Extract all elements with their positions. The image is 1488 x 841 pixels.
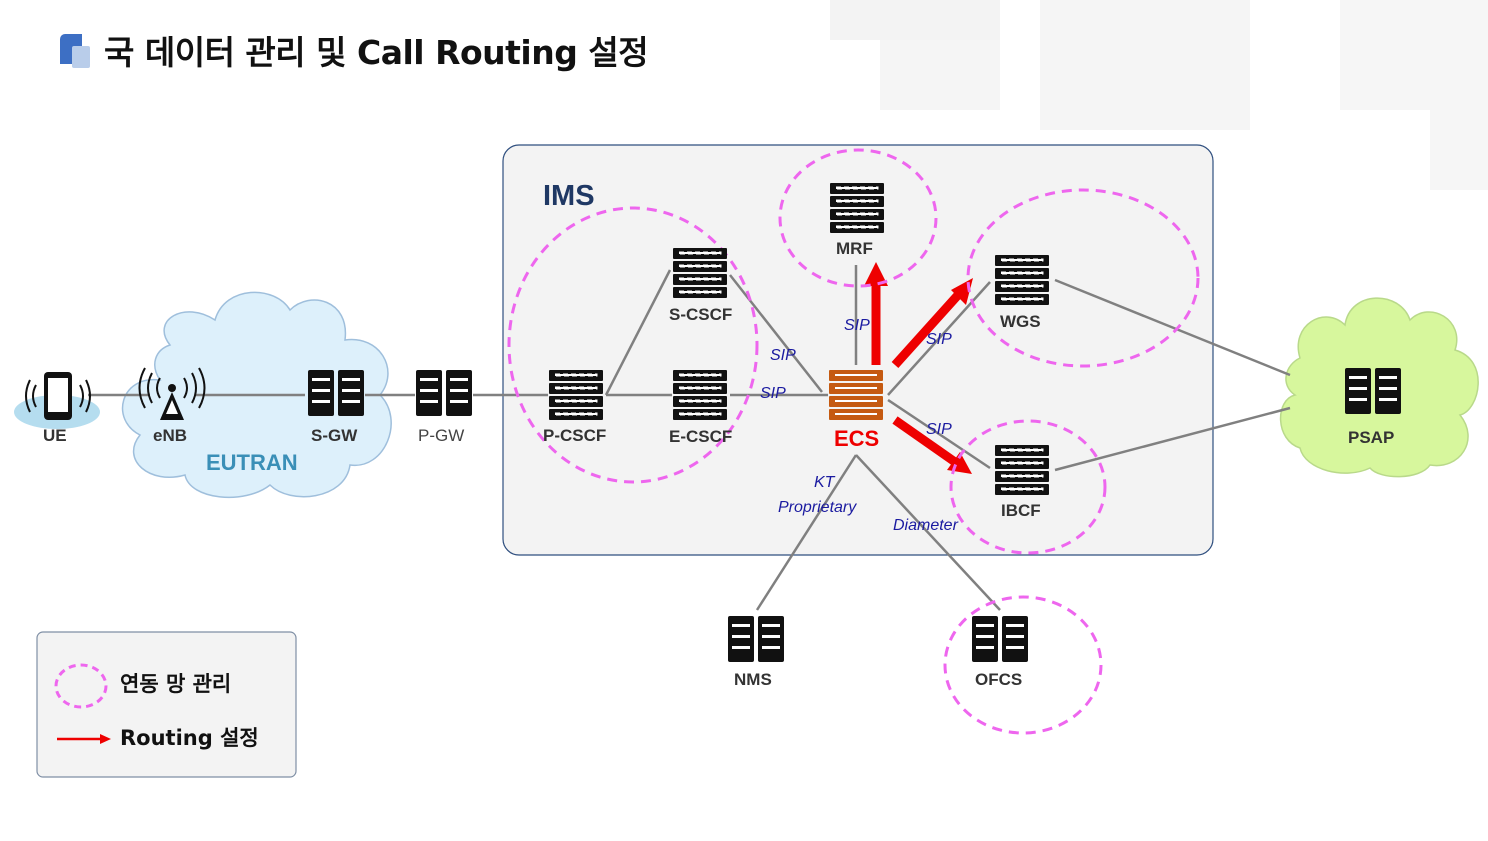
protocol-proprietary: Proprietary [778,499,857,516]
legend-box [36,631,297,778]
protocol-sip-ecscf: SIP [760,385,786,402]
enb-icon [138,367,206,420]
page-title: 국 데이터 관리 및 Call Routing 설정 [104,33,649,72]
link-ecs-nms [755,454,858,611]
legend-interworking-label: 연동 망 관리 [120,672,231,696]
link-wgs-psap [1054,278,1291,377]
dashed-circle-wgs [966,188,1200,368]
ofcs-icon [972,616,1028,662]
legend-dashed-circle [54,663,108,709]
enb-label: eNB [153,426,187,445]
routing-arrow-ibcf [892,416,958,466]
protocol-diameter: Diameter [893,517,959,534]
link-ecs-ofcs [855,454,1001,611]
pgw-label: P-GW [418,426,464,445]
ibcf-label: IBCF [1001,501,1041,520]
dashed-circle-ofcs [943,595,1103,735]
ofcs-label: OFCS [975,670,1022,689]
protocol-sip-wgs: SIP [926,331,952,348]
title-bar: 국 데이터 관리 및 Call Routing 설정 [60,26,649,74]
protocol-sip-ibcf: SIP [926,421,952,438]
dashed-circle-ibcf [949,419,1107,555]
ue-label: UE [43,426,67,445]
arrowhead-mrf [864,262,888,286]
routing-arrows [871,280,962,466]
legend-routing-label: Routing 설정 [120,726,259,750]
scscf-label: S-CSCF [669,305,732,324]
link-ecs-ibcf [887,398,991,470]
mrf-label: MRF [836,239,873,258]
ecs-label: ECS [834,426,879,451]
ecscf-label: E-CSCF [669,427,732,446]
link-scscf-ecs [729,274,823,393]
ims-label: IMS [543,180,595,212]
routing-arrow-wgs [891,291,962,369]
link-ibcf-psap [1054,406,1291,472]
links [88,265,1291,611]
dashed-circle-cscf [507,206,759,484]
nms-label: NMS [734,670,772,689]
wgs-label: WGS [1000,312,1041,331]
psap-label: PSAP [1348,428,1394,447]
nms-icon [728,616,784,662]
title-logo-icon [60,28,92,72]
ue-icon [14,372,100,429]
protocol-sip-mrf: SIP [844,317,870,334]
link-pcscf-scscf [604,269,672,396]
sgw-label: S-GW [311,426,358,445]
protocol-sip-scscf: SIP [770,347,796,364]
pcscf-label: P-CSCF [543,426,606,445]
background-map-decoration [830,0,1488,190]
pgw-icon [416,370,472,416]
protocol-kt: KT [814,474,836,491]
eutran-label: EUTRAN [206,450,298,475]
dashed-circle-mrf [778,148,938,288]
